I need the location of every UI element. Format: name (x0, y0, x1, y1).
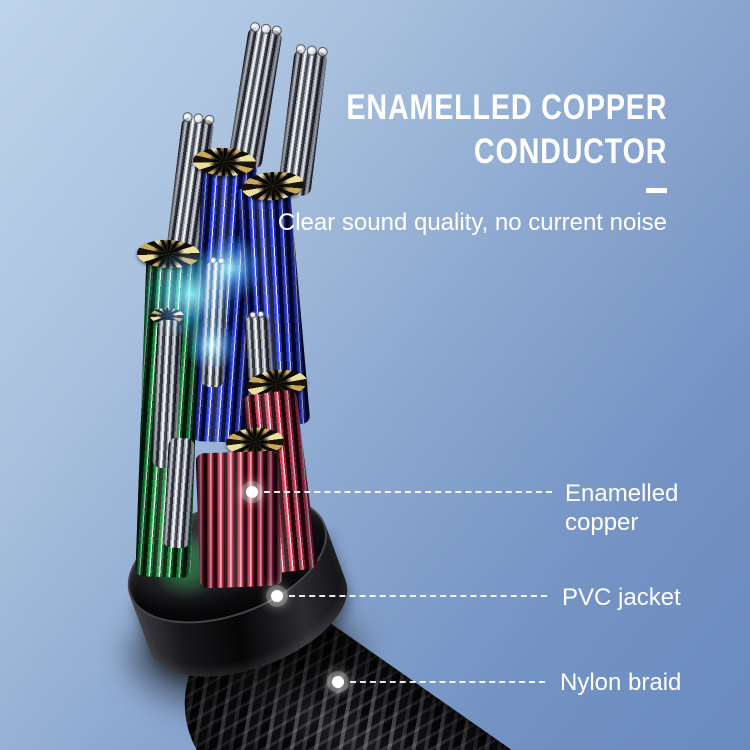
strand-ends-icon (182, 111, 216, 126)
headline-line-1: ENAMELLED COPPER (346, 88, 667, 127)
light-flare (184, 318, 239, 373)
callout-text: Nylon braid (560, 669, 682, 696)
strand-ends-icon (294, 43, 328, 58)
callout-dot-pvc-jacket (271, 590, 283, 602)
callout-label-nylon-braid: Nylon braid (560, 668, 681, 697)
light-flare (196, 234, 264, 302)
copper-strand-tip-center (227, 21, 283, 170)
callout-text: PVC jacket (562, 584, 681, 611)
strand-ends-icon (249, 21, 283, 37)
strand-ends-icon (248, 310, 265, 319)
callout-label-pvc-jacket: PVC jacket (562, 583, 681, 612)
subtitle: Clear sound quality, no current noise (277, 209, 667, 236)
callout-dot-enamelled-copper (246, 486, 258, 498)
callout-leader-nylon-braid (350, 681, 545, 683)
callout-dot-nylon-braid (332, 676, 344, 688)
headline-line-2: CONDUCTOR (473, 132, 667, 171)
callout-text: Enamelled (565, 480, 679, 507)
callout-label-enamelled-copper: Enamelled copper (565, 479, 678, 537)
wire-bundle-red-center (195, 450, 283, 589)
callout-leader-enamelled-copper (264, 491, 552, 493)
callout-leader-pvc-jacket (289, 595, 547, 597)
callout-text: copper (565, 509, 639, 536)
title-divider (646, 188, 667, 193)
headline: ENAMELLED COPPER CONDUCTOR (346, 86, 667, 174)
